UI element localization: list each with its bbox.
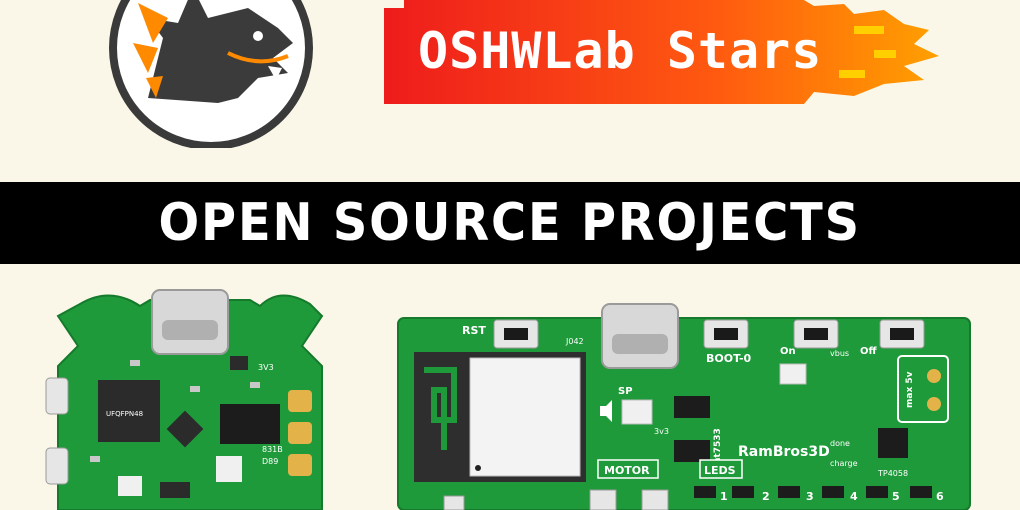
- dragon-head-icon: [148, 0, 293, 103]
- silk-tp4058: TP4058: [877, 469, 908, 478]
- side-button: [45, 377, 69, 415]
- silk-vbus: vbus: [830, 349, 849, 358]
- silk-charge: charge: [830, 459, 858, 468]
- left-pcb-board: UFQFPN48 3V3 D89 831B: [45, 289, 324, 510]
- silk-led-4: 4: [850, 490, 858, 503]
- ic-chip: [220, 404, 280, 444]
- title-band: OPEN SOURCE PROJECTS: [0, 182, 1020, 264]
- speaker-icon: [600, 400, 612, 422]
- silk-831b: 831B: [262, 445, 283, 454]
- mcu-chip: [98, 380, 160, 442]
- silk-3v3: 3V3: [258, 363, 274, 372]
- silk-sp: SP: [618, 386, 633, 397]
- silk-boot: BOOT-0: [706, 352, 752, 365]
- silk-on: On: [780, 346, 796, 357]
- silk-led-1: 1: [720, 490, 728, 503]
- silk-j042: J042: [565, 337, 584, 346]
- right-pcb-board: RST J042 BOOT-0 On Off vbus max 5v SP 3v…: [397, 303, 971, 510]
- silk-done: done: [830, 439, 850, 448]
- silk-led-5: 5: [892, 490, 900, 503]
- silk-motor: MOTOR: [604, 464, 650, 477]
- side-button: [45, 447, 69, 485]
- mcu-label: UFQFPN48: [106, 410, 143, 418]
- silk-rst: RST: [462, 324, 486, 337]
- silk-max5v: max 5v: [905, 371, 915, 408]
- speaker-connector: [621, 399, 653, 425]
- silk-led-2: 2: [762, 490, 770, 503]
- silk-3v3: 3v3: [654, 427, 669, 436]
- silk-leds: LEDS: [704, 464, 736, 477]
- silk-led-3: 3: [806, 490, 814, 503]
- silk-ht7533: ht7533: [713, 428, 723, 464]
- silk-led-6: 6: [936, 490, 944, 503]
- oshwlab-stars-banner: OSHWLab Stars: [384, 0, 939, 104]
- silk-d89: D89: [262, 457, 278, 466]
- band-title: OPEN SOURCE PROJECTS: [158, 193, 862, 253]
- silk-rambros3d: RamBros3D: [738, 444, 830, 460]
- oshwlab-stars-title: OSHWLab Stars: [418, 22, 822, 80]
- silk-off: Off: [860, 346, 878, 357]
- dragon-logo: [109, 0, 313, 148]
